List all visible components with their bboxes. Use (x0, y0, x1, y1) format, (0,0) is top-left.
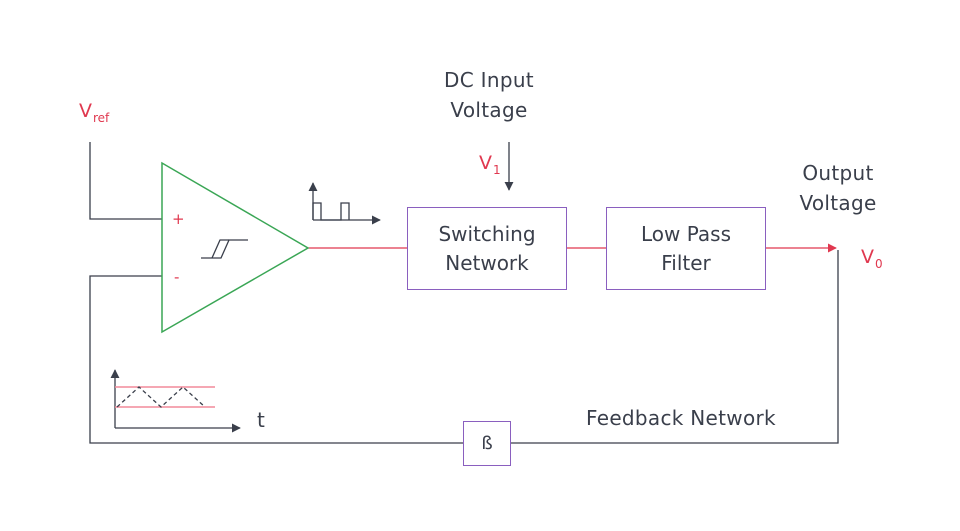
v1-label: V1 (479, 152, 501, 177)
output-voltage-label: Output Voltage (799, 161, 877, 215)
comparator-hysteresis-icon (201, 239, 248, 259)
vref-label: Vref (79, 100, 110, 125)
vo-label: V0 (861, 246, 883, 271)
low-pass-filter-line1: Low Pass (641, 221, 731, 246)
dc-input-label: DC Input Voltage (444, 68, 534, 122)
triangle-waveform-icon (110, 369, 241, 433)
plus-sign: + (172, 210, 185, 228)
switching-network-line1: Switching (438, 221, 536, 246)
vref-wire (89, 142, 162, 220)
switching-network-block: Switching Network (407, 207, 567, 290)
switching-network-line2: Network (445, 250, 529, 275)
comparator-triangle (161, 161, 310, 334)
time-axis-label: t (257, 408, 266, 432)
pulse-waveform-icon (308, 182, 381, 225)
feedback-network-label: Feedback Network (586, 406, 776, 430)
feedback-wire (89, 250, 839, 444)
minus-sign: - (174, 268, 180, 286)
low-pass-filter-block: Low Pass Filter (606, 207, 766, 290)
beta-block: ß (463, 421, 511, 466)
low-pass-filter-line2: Filter (661, 250, 711, 275)
